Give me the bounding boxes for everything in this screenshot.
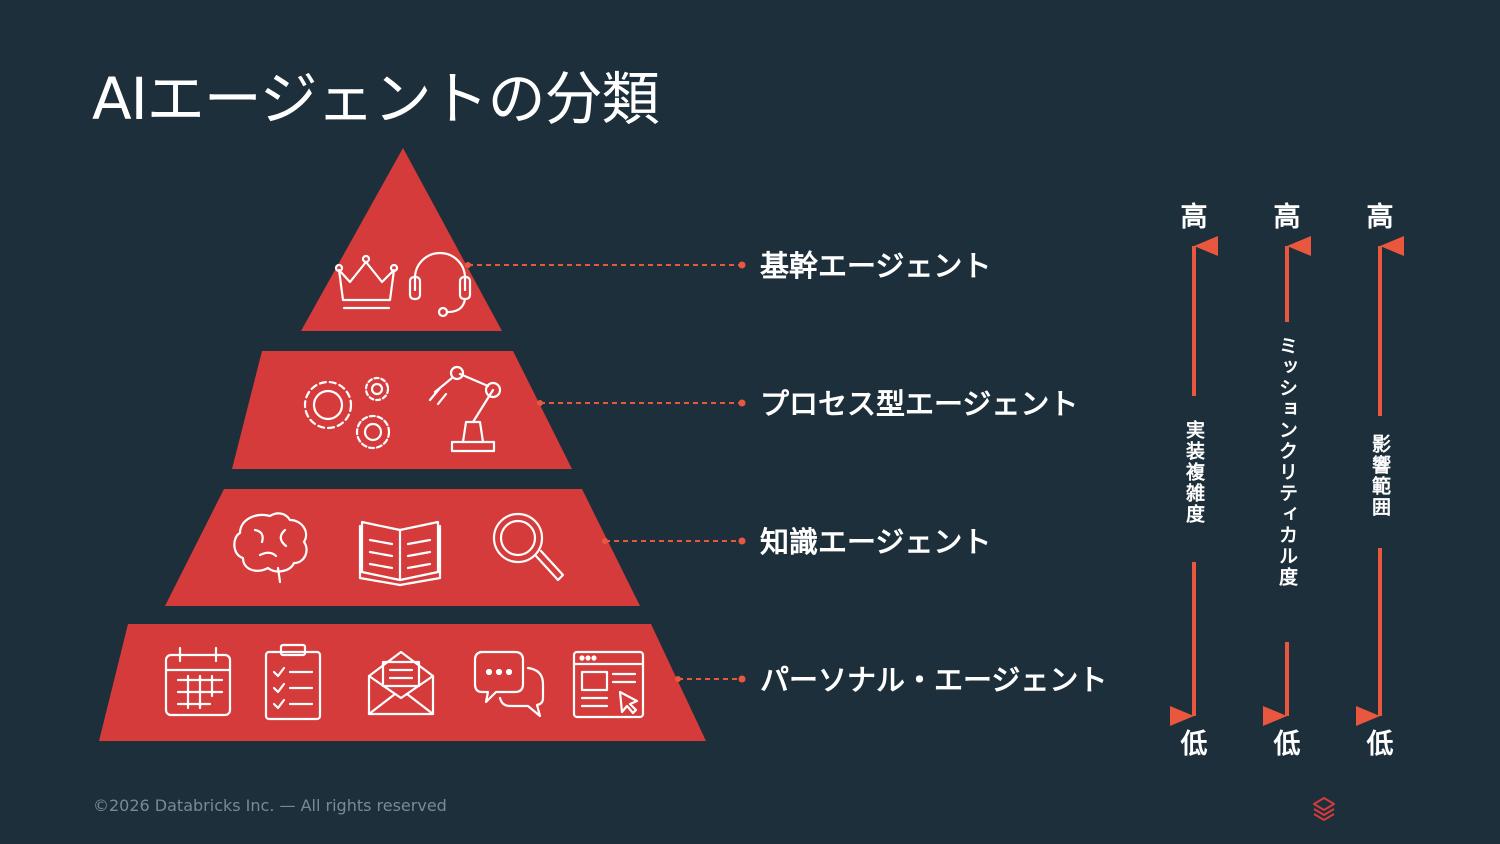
brain-icon: [233, 512, 308, 584]
calendar-icon: [164, 646, 232, 717]
book-icon: [358, 520, 442, 587]
axis-criticality-top: 高: [1274, 201, 1301, 233]
connector-dot-4-end: [738, 675, 746, 683]
robot-arm-icon: [428, 365, 502, 453]
axis-complexity-top: 高: [1181, 201, 1208, 233]
magnifier-icon: [492, 512, 565, 582]
gears-icon: [303, 376, 391, 450]
axis-impact-bottom: 低: [1366, 729, 1394, 760]
crown-icon: [334, 254, 399, 310]
axis-impact: 高 影響範囲 低: [1356, 201, 1404, 760]
axis-criticality: 高 ミッションクリティカル度 低: [1263, 201, 1311, 760]
pyramid-tier-2: [232, 351, 572, 469]
tier-label-3: 知識エージェント: [760, 525, 991, 559]
databricks-logo-icon: [1313, 797, 1335, 821]
connector-dot-2-end: [738, 399, 746, 407]
browser-window-icon: [572, 650, 645, 719]
pyramid-tier-4: [99, 624, 706, 741]
checklist-icon: [264, 643, 322, 721]
pyramid-tier-1: [301, 148, 502, 331]
axis-complexity-label: 実装複雑度: [1183, 419, 1206, 525]
connector-dot-1-end: [738, 261, 746, 269]
copyright-footer: ©2026 Databricks Inc. — All rights reser…: [93, 796, 447, 815]
connector-dot-3-end: [738, 537, 746, 545]
axis-complexity-bottom: 低: [1180, 729, 1208, 760]
connector-dot-3: [602, 538, 608, 544]
axis-criticality-bottom: 低: [1273, 729, 1301, 760]
connector-dot-2: [537, 400, 543, 406]
axis-impact-top: 高: [1367, 201, 1394, 233]
axis-complexity: 高 実装複雑度 低: [1170, 201, 1218, 760]
pyramid: [99, 148, 706, 741]
envelope-icon: [367, 650, 435, 716]
connector-dot-4: [675, 676, 681, 682]
axis-criticality-label: ミッションクリティカル度: [1276, 336, 1298, 588]
connector-dots: [465, 261, 746, 683]
connectors: [468, 264, 740, 680]
slide-title: AIエージェントの分類: [92, 65, 660, 133]
tier-label-2: プロセス型エージェント: [760, 387, 1078, 421]
connector-dot-1: [465, 262, 471, 268]
headset-icon: [408, 251, 472, 318]
pyramid-tier-3: [165, 489, 640, 606]
axis-impact-label: 影響範囲: [1369, 434, 1391, 518]
chat-icon: [473, 650, 545, 718]
tier-label-1: 基幹エージェント: [760, 249, 991, 283]
tier-label-4: パーソナル・エージェント: [760, 663, 1107, 697]
